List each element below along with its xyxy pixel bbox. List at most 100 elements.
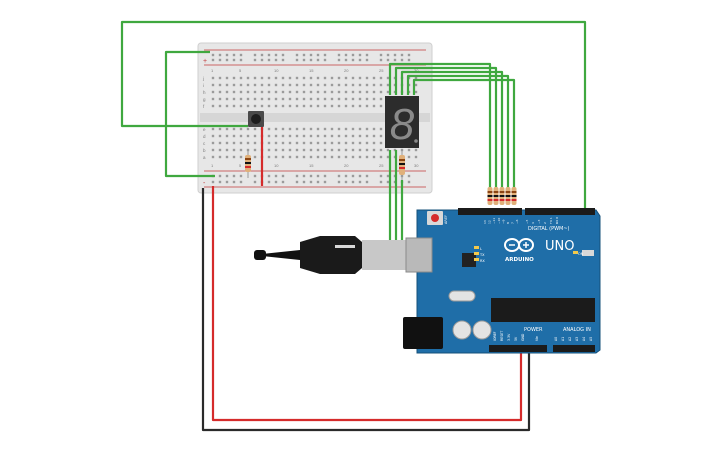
- breadboard-hole: [351, 134, 355, 138]
- resistor[interactable]: [499, 187, 505, 205]
- resistor-pulldown[interactable]: [245, 150, 251, 178]
- breadboard-hole: [281, 134, 285, 138]
- rail-hole: [253, 174, 257, 178]
- breadboard-hole: [330, 90, 334, 94]
- breadboard-hole: [253, 127, 257, 131]
- wire-left-loop[interactable]: [164, 50, 215, 178]
- wire-display-2[interactable]: [394, 66, 498, 195]
- on-label: ON: [578, 252, 584, 256]
- breadboard-hole: [260, 83, 264, 87]
- breadboard-hole: [379, 155, 383, 159]
- resistor[interactable]: [511, 187, 517, 205]
- resistor[interactable]: [487, 187, 493, 205]
- breadboard-hole: [260, 90, 264, 94]
- reset-button-cap[interactable]: [431, 214, 439, 222]
- rail-plus-label: +: [203, 58, 207, 65]
- breadboard-hole: [337, 141, 341, 145]
- rail-hole: [211, 53, 215, 57]
- breadboard-hole: [316, 90, 320, 94]
- wire-display-3[interactable]: [400, 70, 504, 195]
- resistor[interactable]: [505, 187, 511, 205]
- breadboard-hole: [232, 97, 236, 101]
- capacitor-2: [472, 320, 492, 340]
- row-letter: i: [203, 83, 204, 88]
- breadboard-hole: [337, 134, 341, 138]
- rail-hole: [295, 174, 299, 178]
- rail-hole: [211, 58, 215, 62]
- breadboard-hole: [253, 104, 257, 108]
- rail-hole: [393, 53, 397, 57]
- breadboard-hole: [309, 134, 313, 138]
- breadboard-hole: [288, 97, 292, 101]
- breadboard-hole: [239, 83, 243, 87]
- breadboard-hole: [344, 97, 348, 101]
- breadboard-hole: [218, 148, 222, 152]
- wire-display-5[interactable]: [412, 78, 516, 195]
- breadboard-hole: [323, 155, 327, 159]
- rail-hole: [218, 53, 222, 57]
- wire-black-gnd[interactable]: [201, 188, 531, 432]
- breadboard-hole: [211, 155, 215, 159]
- breadboard-hole: [281, 155, 285, 159]
- rail-hole: [379, 180, 383, 184]
- wire-display-4[interactable]: [406, 74, 510, 195]
- push-button[interactable]: [248, 111, 264, 127]
- breadboard-hole: [253, 134, 257, 138]
- usb-cable[interactable]: [254, 236, 418, 274]
- pin-5v: 5V: [514, 336, 518, 341]
- row-letter: b: [203, 148, 206, 153]
- breadboard-hole: [267, 134, 271, 138]
- breadboard-hole: [302, 127, 306, 131]
- led-on: [573, 251, 578, 254]
- breadboard-hole: [323, 104, 327, 108]
- breadboard-hole: [365, 83, 369, 87]
- rail-hole: [365, 180, 369, 184]
- breadboard-hole: [246, 134, 250, 138]
- rail-hole: [358, 58, 362, 62]
- breadboard-hole: [309, 148, 313, 152]
- breadboard-hole: [232, 155, 236, 159]
- rail-hole: [323, 58, 327, 62]
- wire-red-5v[interactable]: [211, 186, 523, 422]
- rail-hole: [239, 53, 243, 57]
- breadboard-hole: [323, 127, 327, 131]
- breadboard-hole: [365, 141, 369, 145]
- column-number: 1: [211, 68, 214, 73]
- power-pin-labels: IOREF RESET 3.3V 5V GND Vin: [493, 331, 539, 341]
- rail-hole: [232, 174, 236, 178]
- rail-hole: [316, 180, 320, 184]
- rail-hole: [351, 58, 355, 62]
- rail-hole: [267, 174, 271, 178]
- breadboard-hole: [330, 76, 334, 80]
- breadboard-hole: [316, 148, 320, 152]
- led-tx: [474, 252, 479, 255]
- breadboard-hole: [253, 76, 257, 80]
- digital-pin-label: 13: [483, 220, 487, 224]
- seven-segment-display[interactable]: 8: [385, 96, 419, 149]
- digital-pin-label: 2: [543, 222, 547, 224]
- breadboard-hole: [232, 90, 236, 94]
- breadboard-hole: [225, 104, 229, 108]
- breadboard-hole: [232, 83, 236, 87]
- breadboard-hole: [274, 76, 278, 80]
- rail-hole: [302, 180, 306, 184]
- breadboard-hole: [407, 148, 411, 152]
- resistor-display-common[interactable]: [399, 150, 405, 180]
- arduino-uno-board[interactable]: UNO ARDUINO DIGITAL (PWM~) POWER ANALOG …: [403, 208, 601, 354]
- breadboard-hole: [344, 155, 348, 159]
- resistor[interactable]: [493, 187, 499, 205]
- breadboard-hole: [344, 76, 348, 80]
- wire-display-1[interactable]: [388, 62, 492, 195]
- breadboard-hole: [239, 134, 243, 138]
- breadboard-hole: [302, 76, 306, 80]
- breadboard-hole: [253, 83, 257, 87]
- breadboard-hole: [274, 97, 278, 101]
- breadboard-hole: [295, 90, 299, 94]
- breadboard-hole: [330, 104, 334, 108]
- digital-pin-label: ~6: [515, 219, 519, 224]
- wire-top-loop[interactable]: [120, 20, 587, 212]
- breadboard-hole: [372, 76, 376, 80]
- breadboard-hole: [246, 90, 250, 94]
- analog-label: ANALOG IN: [563, 327, 591, 333]
